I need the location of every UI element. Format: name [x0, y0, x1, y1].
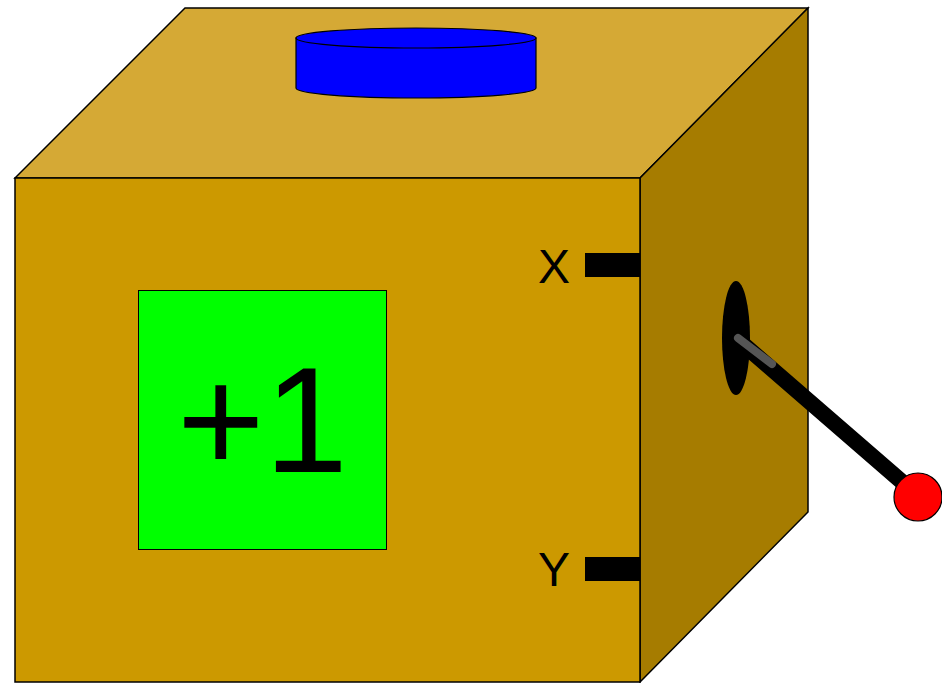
port-x-pin [585, 253, 640, 277]
port-y-pin [585, 557, 640, 581]
lever-highlight [738, 338, 772, 364]
lever-stick [736, 338, 916, 494]
display-value: +1 [177, 345, 348, 495]
box-front-face [15, 178, 640, 682]
button-top [296, 28, 536, 48]
port-label: X [538, 243, 570, 291]
blue-button [296, 28, 536, 98]
lever-knob [894, 473, 942, 521]
counter-display: +1 [138, 290, 387, 550]
lever [722, 281, 942, 521]
port-label: Y [538, 546, 570, 594]
box-side-face [640, 8, 808, 682]
